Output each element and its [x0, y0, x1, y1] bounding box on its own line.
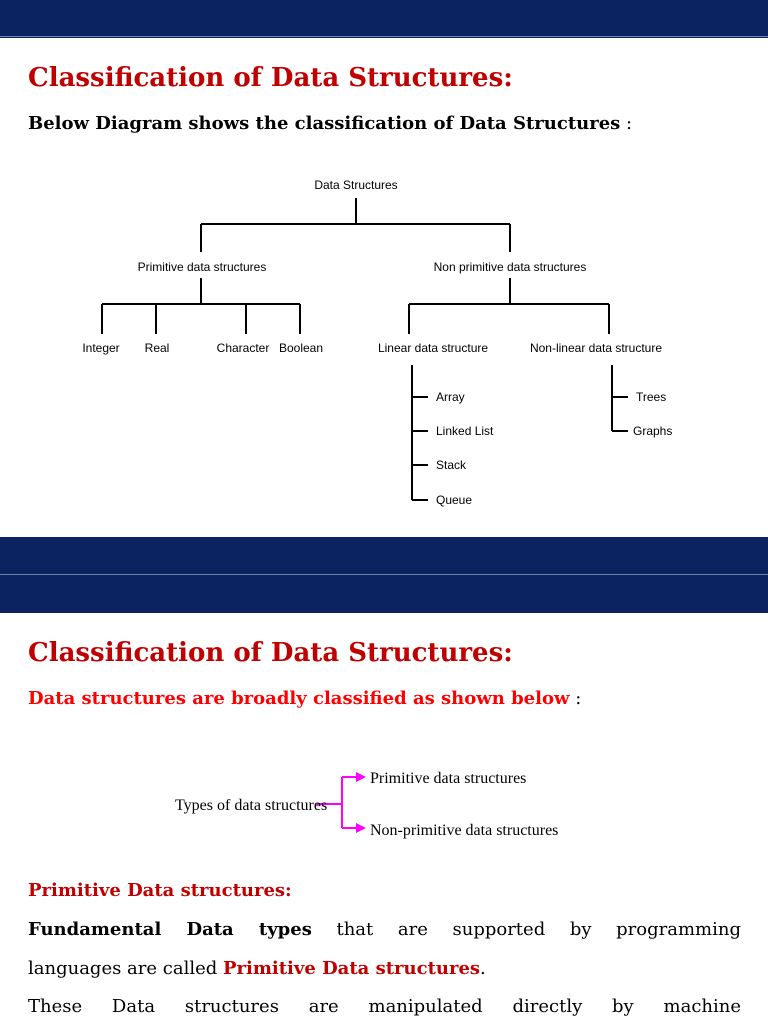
- slide2-intro-red: Data structures are broadly classified a…: [28, 688, 570, 709]
- types-label: Types of data structures: [175, 797, 327, 814]
- tree-linear-label: Linear data structure: [378, 341, 488, 355]
- tree-item-stack: Stack: [436, 458, 467, 472]
- tree-item-queue: Queue: [436, 493, 472, 507]
- tree-item-graphs: Graphs: [633, 424, 672, 438]
- primitive-paragraph-line1: Fundamental Data types that are supporte…: [28, 911, 741, 949]
- tree-primitive-label: Primitive data structures: [138, 260, 267, 274]
- primitive-paragraph-line2: languages are called Primitive Data stru…: [28, 950, 741, 988]
- slide2-intro-tail: :: [569, 688, 582, 709]
- slide2-intro: Data structures are broadly classified a…: [28, 688, 581, 709]
- primitive-paragraph-line3: These Data structures are manipulated di…: [28, 988, 741, 1024]
- slide1-title: Classification of Data Structures:: [28, 63, 513, 93]
- tree-item-integer: Integer: [82, 341, 119, 355]
- tree-non-primitive-label: Non primitive data structures: [434, 260, 587, 274]
- classification-tree-diagram: Data Structures Primitive data structure…: [82, 178, 672, 507]
- para2-text: These Data structures are manipulated di…: [28, 996, 741, 1017]
- slide-divider-band: [0, 537, 768, 613]
- tree-item-real: Real: [145, 341, 170, 355]
- tree-item-character: Character: [217, 341, 270, 355]
- para1-end: .: [480, 958, 486, 979]
- tree-root-label: Data Structures: [314, 178, 397, 192]
- slide2-title: Classification of Data Structures:: [28, 638, 513, 668]
- tree-item-linked-list: Linked List: [436, 424, 494, 438]
- types-non-primitive: Non-primitive data structures: [370, 822, 558, 839]
- para1-red: Primitive Data structures: [223, 958, 481, 979]
- top-banner: [0, 0, 768, 38]
- tree-item-array: Array: [436, 390, 465, 404]
- types-of-data-structures-diagram: Types of data structures Primitive data …: [175, 770, 558, 839]
- para1-text: that are supported by programming: [311, 919, 741, 940]
- tree-item-trees: Trees: [636, 390, 666, 404]
- slide1-intro-bold: Below Diagram shows the classification o…: [28, 113, 621, 134]
- slide1-intro: Below Diagram shows the classification o…: [28, 113, 632, 134]
- tree-item-boolean: Boolean: [279, 341, 323, 355]
- types-primitive: Primitive data structures: [370, 770, 526, 787]
- tree-non-linear-label: Non-linear data structure: [530, 341, 662, 355]
- para1-bold: Fundamental Data types: [28, 919, 312, 940]
- primitive-section-heading: Primitive Data structures:: [28, 880, 292, 901]
- para1-line2: languages are called: [28, 958, 223, 979]
- slide1-intro-tail: :: [620, 113, 633, 134]
